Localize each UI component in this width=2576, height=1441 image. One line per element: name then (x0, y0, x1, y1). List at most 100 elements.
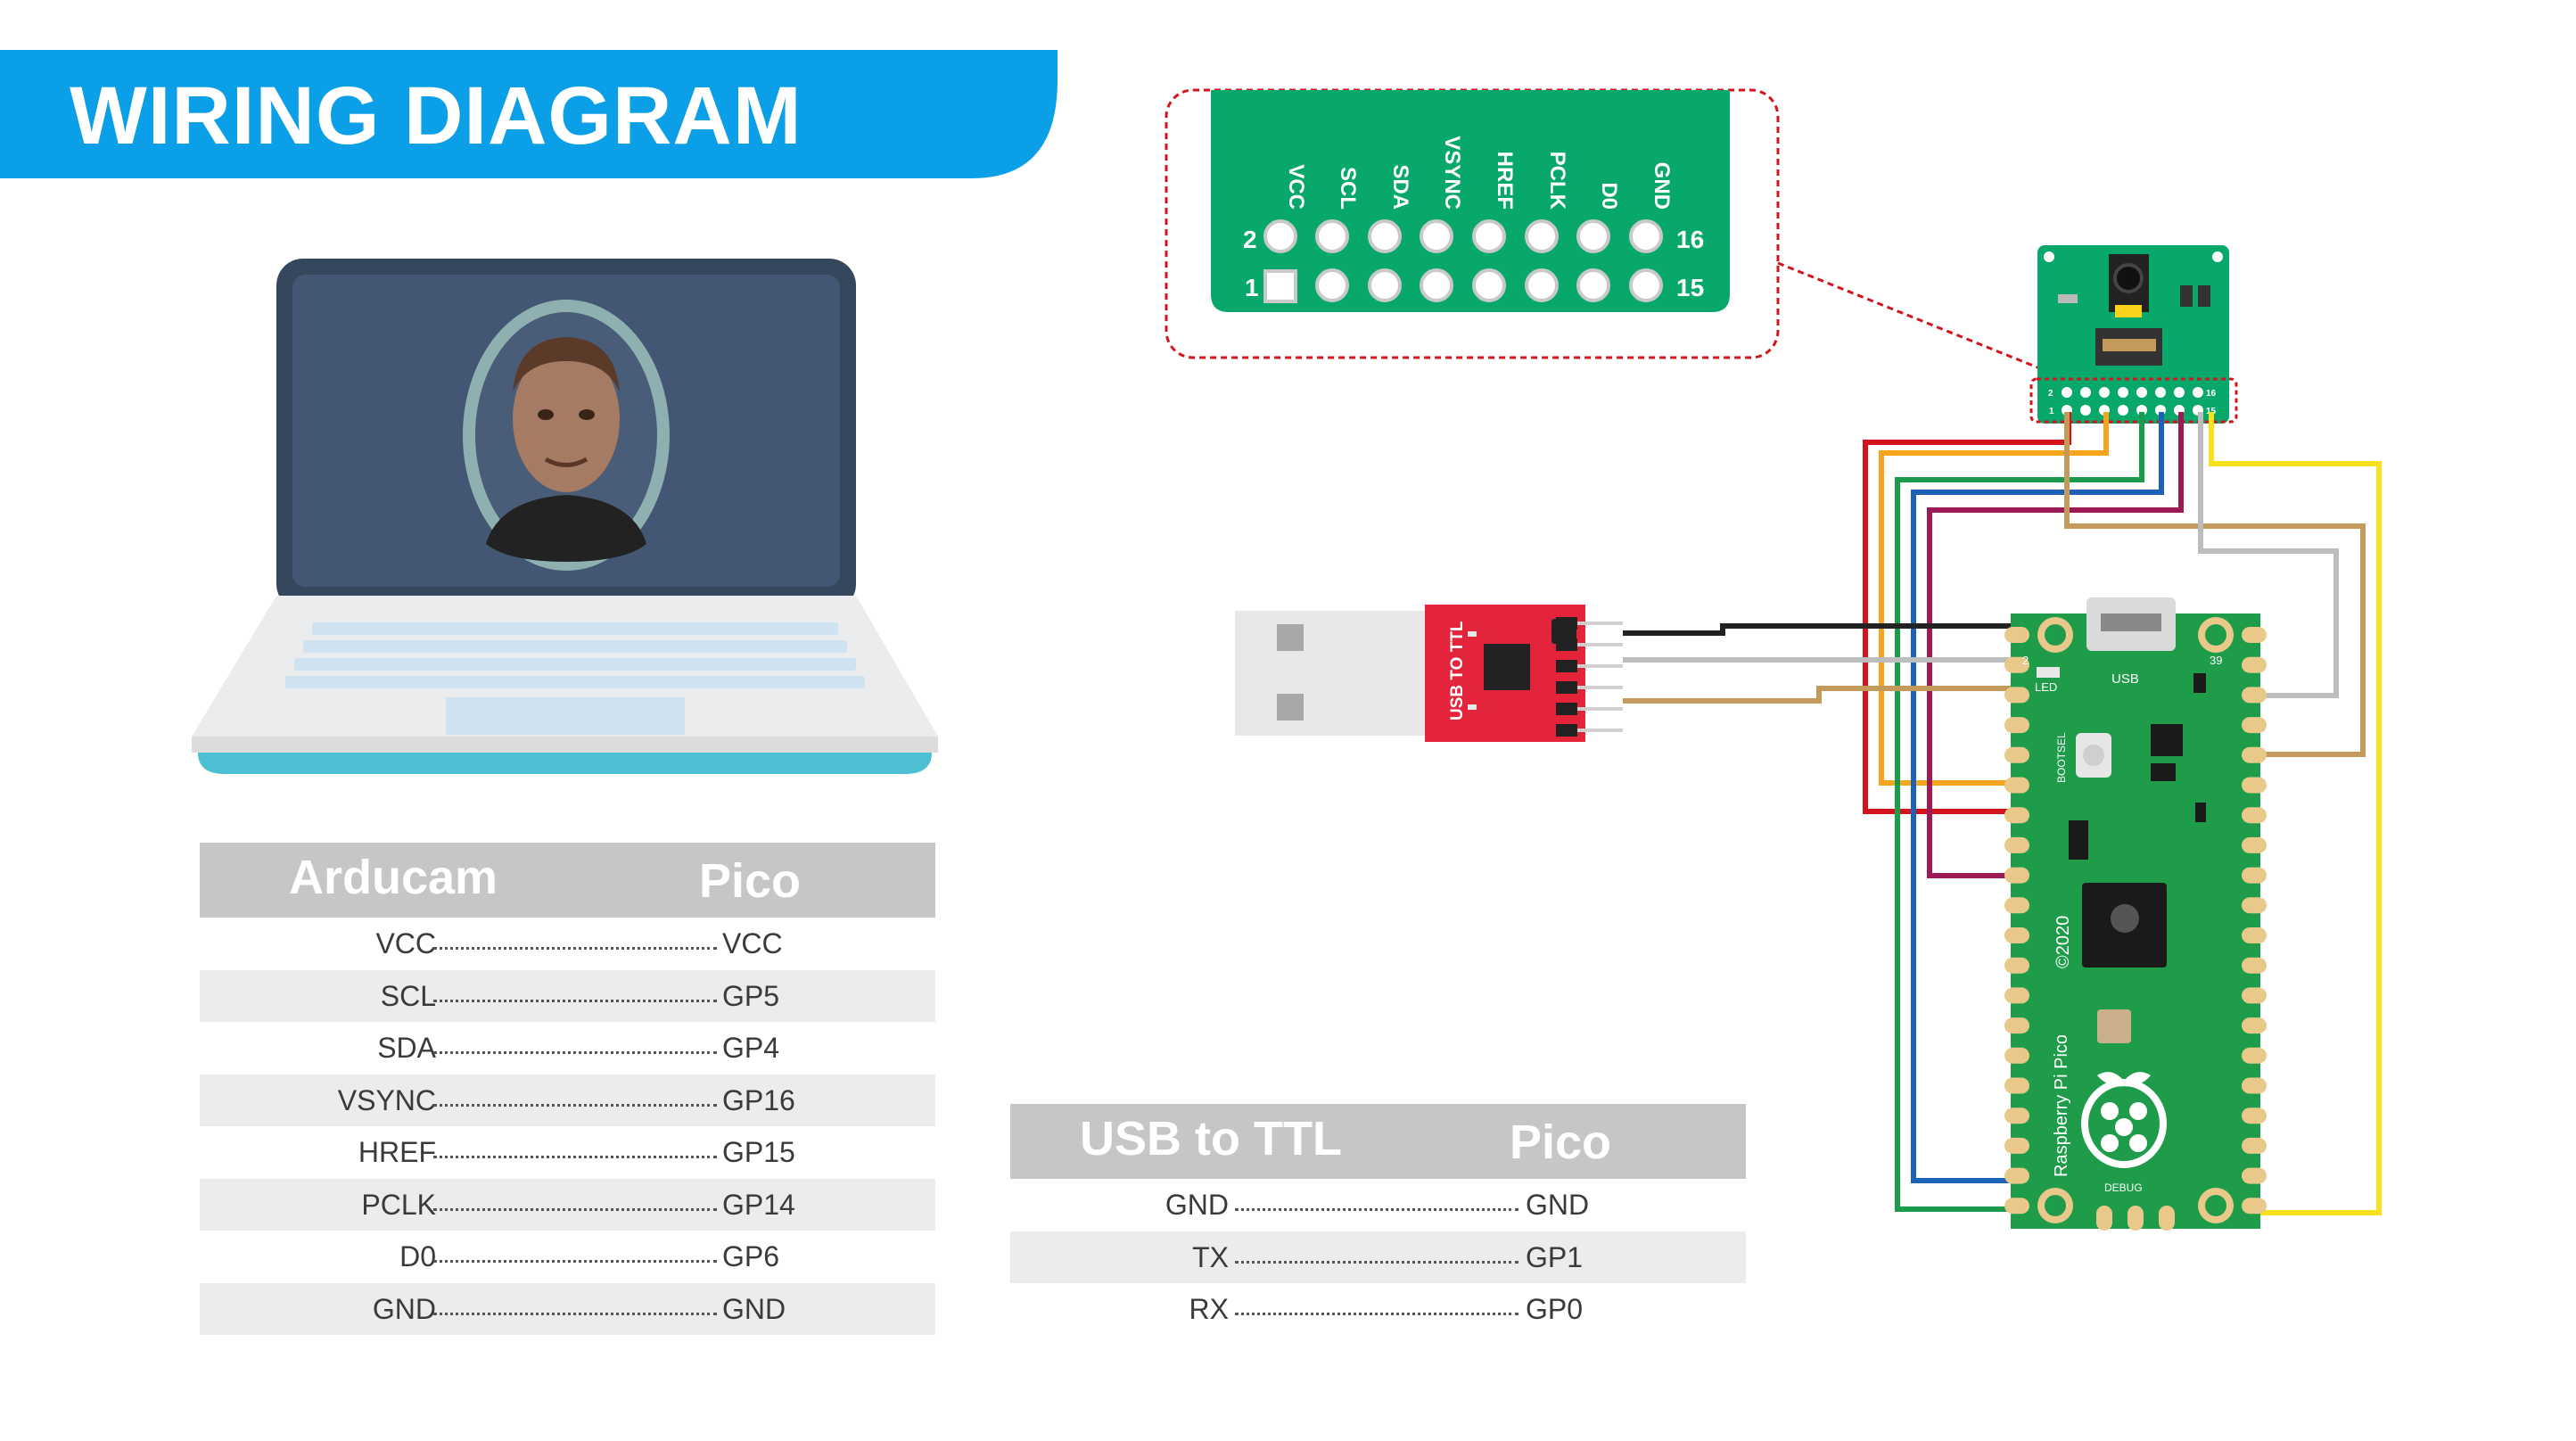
ttl-header-pin (1556, 681, 1577, 694)
header-label-gnd: GND (1650, 162, 1674, 210)
pico-gpio-pad (2242, 927, 2267, 943)
header-pin-16: 16 (1676, 226, 1704, 253)
row-left-pin: GND (372, 1292, 436, 1325)
dotted-leader (433, 1312, 717, 1315)
header-label-vcc: VCC (1284, 164, 1308, 210)
pico-debug-pad (2127, 1206, 2144, 1231)
wire-d0-tan (2064, 412, 2366, 757)
row-right-pin: GP15 (722, 1136, 795, 1168)
pico-gpio-pad (2004, 1108, 2029, 1124)
row-left-pin: PCLK (361, 1188, 436, 1221)
raspberry-pi-pico: LED USB BOOTSEL ©2020 Raspberry Pi Pico … (2004, 597, 2267, 1231)
mini-pin-16: 16 (2206, 389, 2217, 399)
ttl-header-pin (1556, 724, 1577, 737)
pico-gpio-pad (2242, 1137, 2267, 1154)
presenter-portrait (463, 300, 670, 571)
pico-gpio-pad (2242, 957, 2267, 974)
wires (1623, 412, 2382, 1215)
usb-ttl-column-header: USB to TTL (1080, 1112, 1342, 1165)
mini-pin-15: 15 (2206, 407, 2217, 416)
row-right-pin: GP6 (722, 1240, 780, 1272)
dotted-leader (1235, 1313, 1518, 1315)
row-right-pin: GP14 (722, 1188, 795, 1221)
header-pin-1: 1 (1245, 274, 1259, 301)
pico-gpio-pad (2242, 987, 2267, 1004)
pico-name-label: Raspberry Pi Pico (2052, 1034, 2071, 1177)
mini-header-pad (2080, 387, 2091, 398)
mini-header-pad (2174, 387, 2185, 398)
keyboard (285, 622, 865, 688)
header-label-sda: SDA (1388, 164, 1412, 210)
table-row: PCLK GP14 (200, 1178, 935, 1231)
pico-gpio-pad (2004, 1137, 2029, 1154)
row-right-pin: GP1 (1526, 1240, 1584, 1273)
header-pin-15: 15 (1676, 274, 1704, 301)
header-label-vsync: VSYNC (1440, 136, 1464, 210)
pico-gpio-pad (2242, 807, 2267, 824)
pico-led-label: LED (2035, 680, 2057, 694)
header-pad (1420, 268, 1453, 302)
header-pad (1629, 219, 1663, 253)
row-left-pin: D0 (399, 1240, 436, 1272)
usb-ttl-board-label: USB TO TTL (1448, 621, 1467, 720)
header-pad-square (1263, 269, 1297, 303)
wire-scl-orange (1879, 412, 2109, 786)
wire-href-magenta (1927, 412, 2184, 878)
pico-gpio-pad (2004, 987, 2029, 1004)
row-right-pin: GP5 (722, 979, 780, 1012)
header-pad (1525, 268, 1559, 302)
mini-header-pad (2099, 387, 2110, 398)
row-right-pin: VCC (722, 927, 783, 959)
raspberry-logo-icon (2081, 1072, 2167, 1168)
pico-gpio-pad (2242, 777, 2267, 794)
dotted-leader (433, 1260, 717, 1263)
header-label-scl: SCL (1336, 167, 1360, 210)
header-pad (1576, 268, 1610, 302)
row-right-pin: GP4 (722, 1032, 780, 1064)
dotted-leader (433, 1207, 717, 1211)
pico-gpio-pad (2004, 1017, 2029, 1034)
row-left-pin: TX (1192, 1240, 1229, 1273)
header-pad (1368, 219, 1402, 253)
mini-header-pad (2136, 387, 2147, 398)
dotted-leader (433, 1156, 717, 1158)
header-pin-2: 2 (1243, 226, 1257, 253)
usb-table-header: USB to TTL Pico (1010, 1104, 1746, 1179)
header-pad (1576, 219, 1610, 253)
row-left-pin: VCC (375, 927, 436, 959)
row-left-pin: HREF (358, 1136, 436, 1168)
mini-header-pad (2118, 387, 2128, 398)
header-pad (1525, 219, 1559, 253)
table-row: HREF GP15 (200, 1126, 935, 1178)
pico-column-header: Pico (699, 854, 802, 908)
row-left-pin: RX (1189, 1293, 1229, 1325)
header-label-pclk: PCLK (1545, 152, 1569, 210)
pico-gpio-pad (2004, 717, 2029, 734)
header-pad (1420, 219, 1453, 253)
pico-gpio-pad (2004, 1047, 2029, 1064)
mini-pin-1: 1 (2049, 407, 2054, 416)
pico-gpio-pad (2242, 656, 2267, 673)
pico-gpio-pad (2242, 746, 2267, 763)
pico-gpio-pad (2242, 717, 2267, 734)
row-left-pin: GND (1165, 1189, 1229, 1221)
pico-gpio-pad (2004, 897, 2029, 914)
pico-debug-pad (2096, 1206, 2112, 1231)
pico-gpio-pad (2242, 1108, 2267, 1124)
pico-gpio-pad (2004, 746, 2029, 763)
dotted-leader (433, 999, 717, 1002)
arducam-table-header: Arducam Pico (200, 843, 935, 918)
pico-gpio-pad (2242, 897, 2267, 914)
pico-gpio-pad (2242, 1047, 2267, 1064)
row-right-pin: GND (1526, 1189, 1590, 1221)
trackpad (446, 697, 685, 735)
pico-gpio-pad (2004, 927, 2029, 943)
mini-header-pad (2080, 405, 2091, 416)
pico-gpio-pad (2004, 957, 2029, 974)
arducam-module: 2 1 16 15 (2029, 245, 2238, 424)
